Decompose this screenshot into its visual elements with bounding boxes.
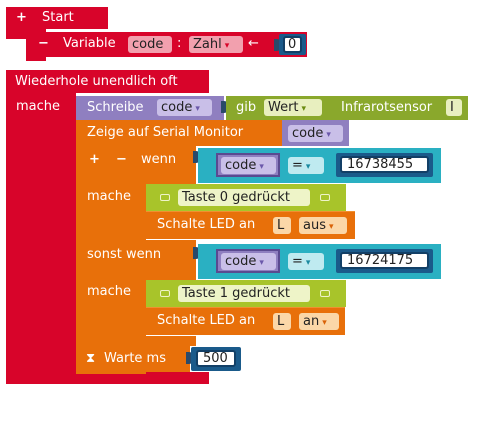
plus-icon[interactable]: +	[16, 10, 27, 25]
dropdown-arrow-icon: ▾	[305, 258, 311, 268]
led-pin-field-1[interactable]: L	[273, 217, 291, 234]
led-pin-field-2[interactable]: L	[273, 313, 291, 330]
wait-value-input[interactable]: 500	[196, 350, 236, 367]
input-connector	[193, 151, 200, 163]
write-block[interactable]: Schreibe code▾	[76, 96, 224, 120]
print-text-2[interactable]: Taste 1 gedrückt	[178, 285, 310, 302]
print-block-2[interactable]: Taste 1 gedrückt	[146, 280, 346, 307]
ir-sensor-block[interactable]: gib Wert▾ Infrarotsensor I	[226, 96, 468, 120]
dropdown-arrow-icon: ▾	[224, 41, 230, 51]
dropdown-arrow-icon: ▾	[322, 318, 327, 328]
quote-close-icon	[320, 194, 330, 201]
compare1-number-block[interactable]: 16738455	[336, 153, 433, 177]
loop-bottom	[6, 372, 209, 384]
serial-label: Zeige auf Serial Monitor	[87, 125, 244, 140]
hourglass-icon: ⧗	[86, 351, 96, 366]
loop-do-label: mache	[16, 99, 61, 114]
led-state-dropdown-1[interactable]: aus▾	[299, 217, 347, 234]
compare2-operator-dropdown[interactable]: =▾	[288, 253, 324, 270]
input-connector	[221, 101, 228, 113]
elseif-label: sonst wenn	[87, 247, 162, 262]
serial-block[interactable]: Zeige auf Serial Monitor	[76, 120, 282, 146]
dropdown-arrow-icon: ▾	[305, 162, 311, 172]
sensor-label: Infrarotsensor	[341, 100, 433, 115]
compare1-value-input[interactable]: 16738455	[340, 156, 429, 173]
serial-variable-dropdown[interactable]: code▾	[288, 125, 343, 142]
minus-icon[interactable]: −	[116, 152, 127, 167]
led-block-2[interactable]: Schalte LED an L an▾	[146, 307, 345, 335]
led-state-dropdown-2[interactable]: an▾	[299, 313, 339, 330]
print-text-1[interactable]: Taste 0 gedrückt	[178, 189, 310, 206]
led-block-1[interactable]: Schalte LED an L aus▾	[146, 211, 355, 239]
wait-block[interactable]: ⧗ Warte ms	[76, 346, 190, 372]
elseif-do-label: mache	[87, 284, 132, 299]
wait-number-block[interactable]: 500	[191, 347, 241, 371]
compare1-operator-dropdown[interactable]: =▾	[288, 157, 324, 174]
loop-body	[6, 93, 76, 384]
quote-open-icon	[160, 194, 170, 201]
compare2-number-block[interactable]: 16724175	[336, 249, 433, 273]
minus-icon[interactable]: −	[38, 36, 49, 51]
if-bottom	[76, 336, 196, 346]
input-connector	[186, 352, 193, 364]
if-block[interactable]: + − wenn	[76, 146, 196, 184]
if-do-label: mache	[87, 189, 132, 204]
if-label: wenn	[141, 152, 177, 167]
write-variable-dropdown[interactable]: code▾	[157, 99, 212, 116]
compare-block-2[interactable]: code▾ =▾ 16724175	[198, 244, 441, 279]
compare-block-1[interactable]: code▾ =▾ 16738455	[198, 148, 441, 183]
print-block-1[interactable]: Taste 0 gedrückt	[146, 184, 346, 211]
gib-label: gib	[236, 100, 257, 115]
compare2-variable-block[interactable]: code▾	[216, 249, 280, 273]
compare1-variable-dropdown[interactable]: code▾	[221, 157, 276, 174]
assign-arrow: ←	[248, 36, 259, 51]
dropdown-arrow-icon: ▾	[328, 222, 334, 232]
sensor-pin-field[interactable]: I	[446, 99, 462, 116]
quote-open-icon	[160, 290, 170, 297]
dropdown-arrow-icon: ▾	[259, 162, 264, 172]
input-connector	[193, 247, 200, 259]
compare1-variable-block[interactable]: code▾	[216, 153, 280, 177]
compare2-variable-dropdown[interactable]: code▾	[221, 253, 276, 270]
dropdown-arrow-icon: ▾	[301, 104, 307, 114]
number-block[interactable]: 0	[279, 34, 306, 55]
write-label: Schreibe	[87, 100, 144, 115]
init-value-input[interactable]: 0	[283, 36, 302, 53]
variable-label: Variable	[63, 36, 116, 51]
input-connector	[274, 39, 281, 51]
dropdown-arrow-icon: ▾	[195, 104, 200, 114]
variable-block[interactable]: − Variable code : Zahl▾ ← 0	[26, 32, 307, 57]
plus-icon[interactable]: +	[89, 152, 100, 167]
loop-label: Wiederhole unendlich oft	[15, 74, 178, 89]
led-label-1: Schalte LED an	[157, 217, 256, 232]
serial-variable-block[interactable]: code▾	[282, 120, 349, 146]
variable-name-field[interactable]: code	[128, 36, 172, 53]
dropdown-arrow-icon: ▾	[326, 130, 331, 140]
led-label-2: Schalte LED an	[157, 313, 256, 328]
loop-block[interactable]: Wiederhole unendlich oft	[6, 70, 209, 93]
variable-type-dropdown[interactable]: Zahl▾	[189, 36, 243, 53]
colon-label: :	[177, 36, 182, 51]
elseif-row[interactable]: sonst wenn	[76, 240, 196, 280]
start-label: Start	[42, 10, 74, 25]
wait-label: Warte ms	[104, 351, 166, 366]
sensor-value-dropdown[interactable]: Wert▾	[264, 99, 322, 116]
start-block[interactable]: + Start	[6, 7, 108, 29]
dropdown-arrow-icon: ▾	[259, 258, 264, 268]
start-bottom	[6, 29, 26, 39]
quote-close-icon	[320, 290, 330, 297]
compare2-value-input[interactable]: 16724175	[340, 252, 429, 269]
